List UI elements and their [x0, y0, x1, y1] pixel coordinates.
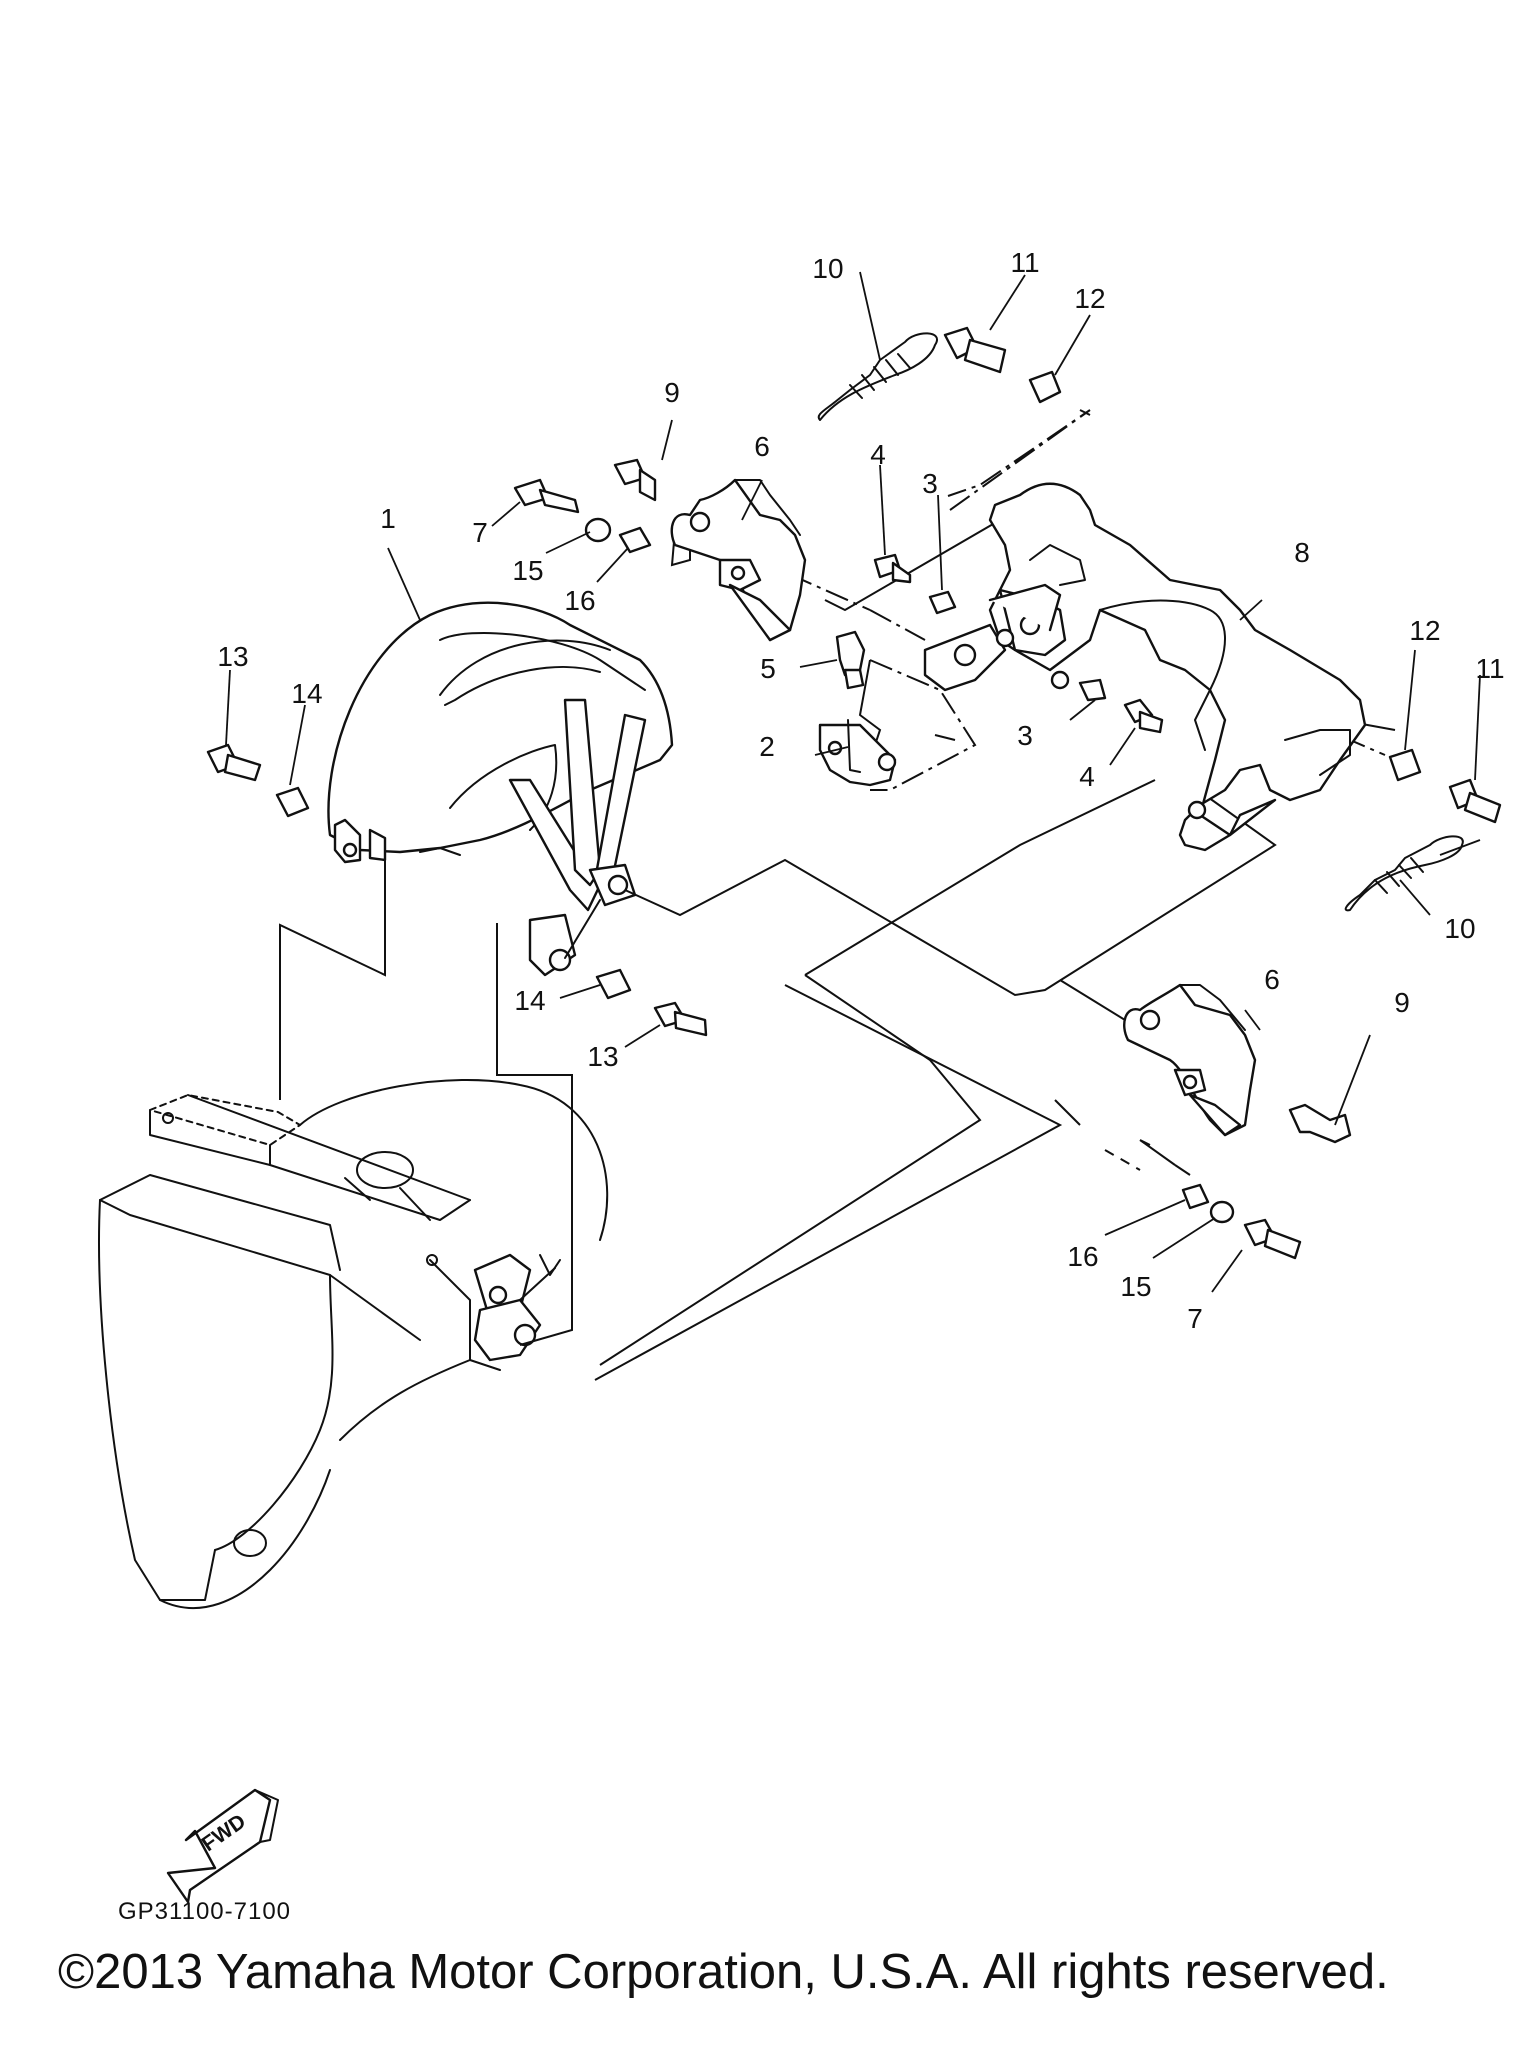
callout-11-lower: 11: [1475, 653, 1504, 684]
reference-code: GP31100-7100: [118, 1898, 291, 1925]
assembly-lines: [279, 409, 1481, 1381]
callout-6-lower: 6: [1264, 964, 1280, 995]
callout-13-left: 13: [217, 641, 248, 672]
copyright-notice: ©2013 Yamaha Motor Corporation, U.S.A. A…: [58, 1945, 1389, 1999]
callout-7-lower: 7: [1187, 1303, 1203, 1334]
callout-10-upper: 10: [812, 253, 843, 284]
callout-4-lower: 4: [1079, 761, 1095, 792]
callout-11-upper: 11: [1010, 247, 1039, 278]
callout-1: 1: [380, 503, 396, 534]
callout-3-lower: 3: [1017, 720, 1033, 751]
callout-5: 5: [760, 653, 776, 684]
part-6-plate-lower: [1123, 983, 1257, 1137]
callout-15-upper: 15: [512, 555, 543, 586]
callout-14-middle: 14: [514, 985, 545, 1016]
callout-13-middle: 13: [587, 1041, 618, 1072]
callout-12-lower: 12: [1409, 615, 1440, 646]
callout-2: 2: [759, 731, 775, 762]
callout-9-lower: 9: [1394, 987, 1410, 1018]
part-2-bracket: [818, 719, 897, 787]
engine-housing: [98, 1079, 609, 1609]
callout-10-lower: 10: [1444, 913, 1475, 944]
callout-6-upper: 6: [754, 431, 770, 462]
callout-7-upper: 7: [472, 517, 488, 548]
part-1-cover: [327, 601, 674, 977]
callout-15-lower: 15: [1120, 1271, 1151, 1302]
leader-lines: [225, 271, 1481, 1293]
fwd-arrow-icon: FWD: [166, 1788, 279, 1904]
small-parts: [206, 326, 1502, 1260]
part-8-bracket: [923, 482, 1367, 852]
callout-9-upper: 9: [664, 377, 680, 408]
callout-8: 8: [1294, 537, 1310, 568]
callout-16-upper: 16: [564, 585, 595, 616]
callout-4-upper: 4: [870, 439, 886, 470]
callout-3-upper: 3: [922, 468, 938, 499]
callout-12-upper: 12: [1074, 283, 1105, 314]
callout-labels: 1 2 3 3 4 4 5 6 6 7 7 8 9 9 10 10 11 11 …: [217, 247, 1504, 1334]
callout-16-lower: 16: [1067, 1241, 1098, 1272]
callout-14-left: 14: [291, 678, 322, 709]
part-6-plate-upper: [670, 478, 807, 642]
part-5-fitting: [835, 630, 866, 690]
